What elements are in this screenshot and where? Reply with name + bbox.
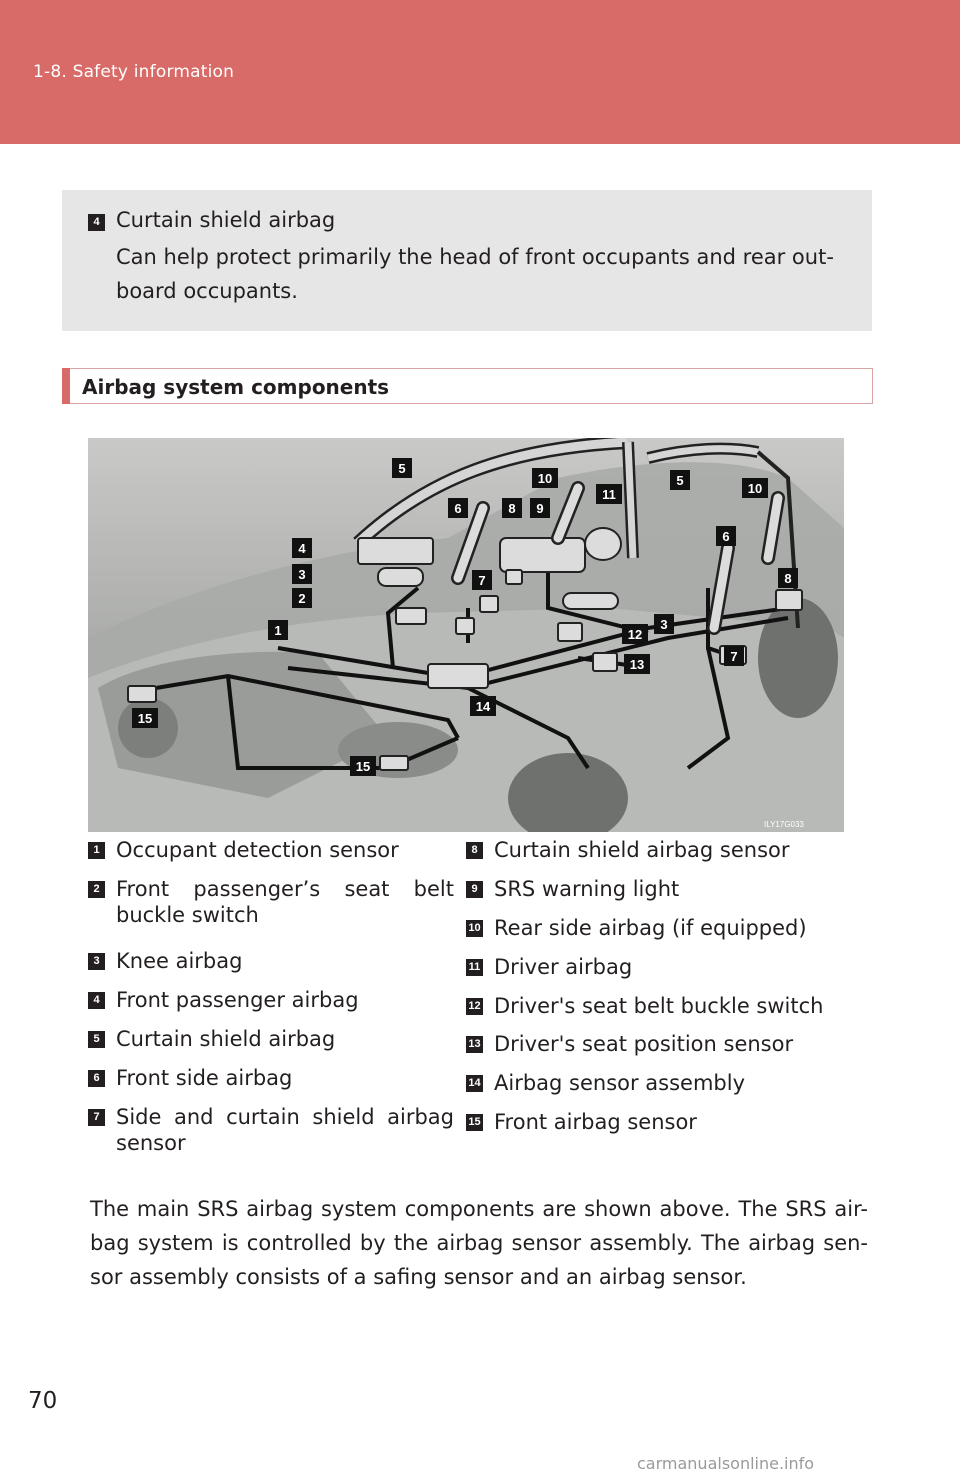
figure-code: ILY17G033 [764,820,804,829]
legend-item-label: Occupant detection sensor [116,837,454,863]
item-number-badge: 6 [88,1070,105,1087]
section-heading: Airbag system components [82,375,389,399]
car-diagram: 5 10 11 5 10 6 8 9 4 3 2 1 7 6 12 3 8 7 13 14 15 15 ILY17G033 [88,438,844,832]
airbag-components-illustration: 5 10 11 5 10 6 8 9 4 3 2 1 7 6 12 3 8 7 13 14 15 15 ILY17G033 [88,438,844,832]
callout-number: 10 [748,481,762,496]
item-number-badge: 12 [466,998,483,1015]
callout-number: 9 [536,501,543,516]
legend-item-label: Rear side airbag (if equipped) [494,915,866,941]
callout-number: 3 [298,567,305,582]
legend-item-label: Driver's seat belt buckle switch [494,993,866,1019]
callout-number: 8 [508,501,515,516]
info-box: 4 Curtain shield airbag Can help protect… [62,190,872,331]
item-number-badge: 4 [88,992,105,1009]
callout-number: 8 [784,571,791,586]
item-number-badge: 3 [88,953,105,970]
page-header: 1-8. Safety information [0,0,960,144]
callout-number: 7 [730,649,737,664]
legend-item-label: Knee airbag [116,948,454,974]
info-box-description: Can help protect primarily the head of f… [116,240,846,308]
info-box-title: Curtain shield airbag [116,208,335,232]
legend-item-label: Front passenger airbag [116,987,454,1013]
legend-item-label: Curtain shield airbag [116,1026,454,1052]
callout-number: 11 [602,487,616,502]
section-heading-bar: Airbag system components [62,368,873,404]
watermark: carmanualsonline.info [637,1454,814,1473]
legend-item-label: SRS warning light [494,876,866,902]
callout-number: 10 [538,471,552,486]
item-number-badge: 11 [466,959,483,976]
legend-item-label: Airbag sensor assembly [494,1070,866,1096]
callout-number: 4 [298,541,306,556]
item-number-badge: 2 [88,881,105,898]
item-number-badge: 5 [88,1031,105,1048]
callout-number: 2 [298,591,305,606]
callout-number: 15 [356,759,370,774]
callout-number: 7 [478,573,485,588]
legend-item-label: Front airbag sensor [494,1109,866,1135]
section-title: 1-8. Safety information [33,62,234,82]
callout-number: 5 [398,461,405,476]
callout-number: 3 [660,617,667,632]
legend-item-label: Driver's seat position sensor [494,1031,866,1057]
callout-number: 5 [676,473,683,488]
legend-item-label: Front side airbag [116,1065,454,1091]
body-paragraph: The main SRS airbag system components ar… [90,1192,868,1294]
callout-number: 6 [722,529,729,544]
callout-number: 6 [454,501,461,516]
callout-number: 15 [138,711,152,726]
legend-item-label: Curtain shield airbag sensor [494,837,866,863]
page-number: 70 [28,1388,57,1414]
item-number-badge: 15 [466,1114,483,1131]
item-number-badge: 1 [88,842,105,859]
section-accent [62,368,70,404]
callout-number: 14 [476,699,491,714]
item-number-badge: 13 [466,1036,483,1053]
item-number-badge: 4 [88,214,105,231]
legend-item-label: Driver airbag [494,954,866,980]
item-number-badge: 10 [466,920,483,937]
item-number-badge: 14 [466,1075,483,1092]
item-number-badge: 8 [466,842,483,859]
callout-number: 1 [274,623,281,638]
callout-number: 12 [628,627,642,642]
item-number-badge: 7 [88,1109,105,1126]
callout-number: 13 [630,657,644,672]
legend-item-label: Front passenger’s seat belt buckle switc… [116,876,454,928]
legend-item-label: Side and curtain shield airbag sensor [116,1104,454,1156]
item-number-badge: 9 [466,881,483,898]
